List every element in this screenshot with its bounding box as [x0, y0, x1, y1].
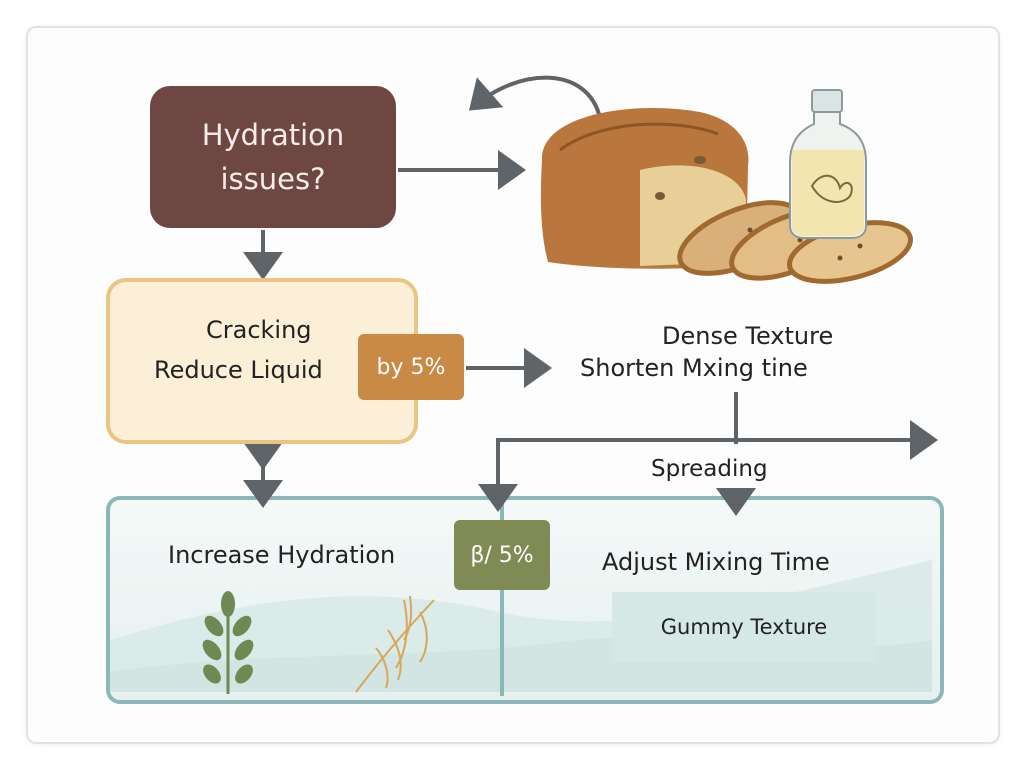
- hydration-issues-box: Hydration issues?: [150, 86, 396, 228]
- curved-arrow-top: [468, 75, 602, 119]
- increase-hydration-label: Increase Hydration: [168, 541, 396, 569]
- hydration-issues-label: Hydration issues?: [201, 118, 345, 196]
- cracking-label: Cracking: [206, 316, 312, 344]
- adjust-mixing-label: Adjust Mixing Time: [602, 548, 830, 576]
- shorten-mixing-label: Shorten Mxing tine: [580, 354, 808, 382]
- wheat-stalk-icon: [355, 595, 435, 693]
- leaf-sprig-icon: [202, 591, 254, 694]
- spreading-label: Spreading: [651, 456, 768, 482]
- dense-texture-label: Dense Texture: [662, 322, 834, 350]
- reduce-liquid-label: Reduce Liquid: [154, 356, 323, 384]
- gummy-texture-label: Gummy Texture: [660, 615, 828, 639]
- oil-bottle-icon: [789, 89, 867, 239]
- increase-amount-badge: β/ 5%: [454, 520, 550, 590]
- reduce-amount-badge: by 5%: [358, 334, 464, 400]
- gummy-texture-box: Gummy Texture: [612, 592, 876, 662]
